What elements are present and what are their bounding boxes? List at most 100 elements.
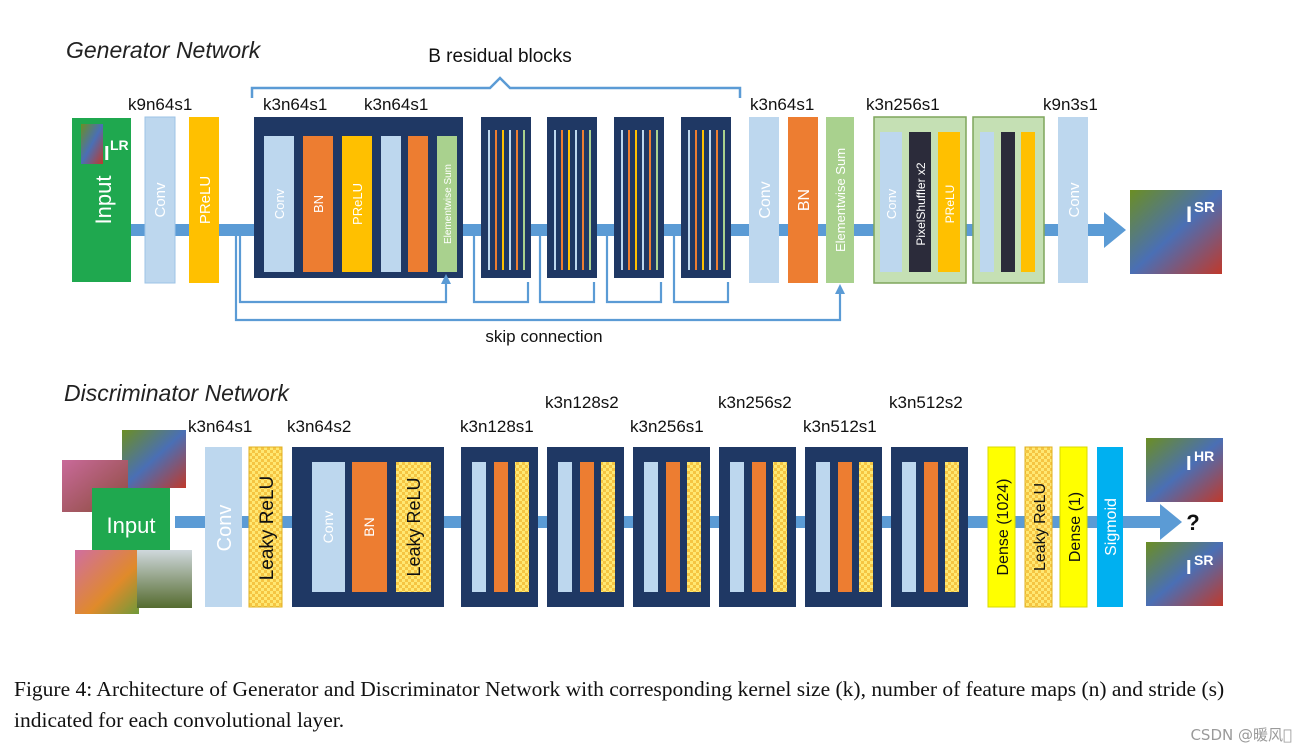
disc-sigmoid-label: Sigmoid	[1103, 498, 1120, 556]
residual-block-5	[681, 117, 731, 278]
discriminator-title: Discriminator Network	[64, 380, 290, 406]
disc-dense-1	[1059, 446, 1088, 608]
gen-prelu-1	[189, 117, 219, 283]
rb1-sum	[437, 136, 457, 272]
disc-param-5: k3n256s1	[630, 417, 704, 436]
inner-skip-connections	[238, 236, 730, 304]
gen-conv-1-label: Conv	[152, 182, 169, 218]
disc-hr-label: HR	[1194, 448, 1214, 464]
gen-sum-2-label: Elementwise Sum	[833, 148, 848, 252]
residual-brace	[250, 76, 742, 98]
disc-block-1-bn	[352, 462, 387, 592]
long-skip-arrowhead	[835, 284, 845, 294]
disc-input-image-3	[75, 550, 139, 614]
watermark: CSDN @暖风 	[1190, 726, 1292, 744]
disc-leaky-1-label: Leaky ReLU	[257, 476, 278, 581]
disc-dense-1-label: Dense (1)	[1067, 492, 1084, 562]
disc-dense-1024-label: Dense (1024)	[995, 479, 1012, 576]
rb1-prelu-label: PReLU	[350, 183, 365, 225]
disc-input-label: Input	[107, 513, 156, 538]
gen-param-3: k3n64s1	[364, 95, 428, 114]
disc-block-4	[633, 447, 710, 607]
disc-sr-label: SR	[1194, 552, 1213, 568]
gen-bn-2-label: BN	[796, 189, 813, 211]
disc-hr-image	[1146, 438, 1223, 502]
gen-conv-out-label: Conv	[1066, 182, 1083, 218]
disc-block-1-leaky-label: Leaky ReLU	[404, 477, 424, 576]
disc-block-3	[547, 447, 624, 607]
residual-block-3	[547, 117, 597, 278]
rb1-conv-2	[381, 136, 401, 272]
upsample-1-prelu	[938, 132, 960, 272]
figure-caption: Figure 4: Architecture of Generator and …	[14, 677, 1225, 732]
rb1-bn-2	[408, 136, 428, 272]
discriminator-network: Discriminator Network k3n64s1 k3n64s2 k3…	[62, 380, 1223, 614]
disc-block-2	[461, 447, 538, 607]
gen-conv-2-label: Conv	[757, 181, 774, 218]
disc-block-1-conv-label: Conv	[320, 511, 336, 544]
disc-conv-1	[205, 447, 242, 607]
disc-block-7	[891, 447, 968, 607]
gen-param-5: k3n256s1	[866, 95, 940, 114]
disc-leaky-2	[1024, 446, 1053, 608]
gen-sum-2	[826, 117, 854, 283]
upsample-1-shuffler-label: PixelShuffler x2	[914, 162, 928, 245]
disc-leaky-2-label: Leaky ReLU	[1032, 483, 1049, 571]
disc-leaky-1	[248, 446, 283, 608]
generator-flow-arrowhead	[1104, 212, 1126, 248]
disc-block-6	[805, 447, 882, 607]
upsample-1-prelu-label: PReLU	[943, 185, 957, 224]
upsample-1-conv-label: Conv	[884, 188, 899, 219]
gen-sr-label: SR	[1194, 199, 1215, 216]
disc-input-block	[92, 488, 170, 550]
rb1-sum-label: Elementwise Sum	[443, 164, 454, 244]
skip-connection-label: skip connection	[485, 327, 602, 346]
disc-param-8: k3n512s2	[889, 393, 963, 412]
disc-hr-i: I	[1186, 453, 1192, 475]
disc-param-4: k3n128s2	[545, 393, 619, 412]
disc-param-1: k3n64s1	[188, 417, 252, 436]
disc-param-3: k3n128s1	[460, 417, 534, 436]
disc-block-1-conv	[312, 462, 345, 592]
gen-param-6: k9n3s1	[1043, 95, 1098, 114]
gen-sr-image	[1130, 190, 1222, 274]
rb1-bn	[303, 136, 333, 272]
disc-question-mark: ?	[1186, 510, 1199, 535]
disc-block-1-bn-label: BN	[361, 517, 377, 536]
disc-input-image-1	[122, 430, 186, 488]
disc-param-7: k3n512s1	[803, 417, 877, 436]
rb1-prelu	[342, 136, 372, 272]
disc-param-2: k3n64s2	[287, 417, 351, 436]
upsample-2-prelu	[1021, 132, 1035, 272]
generator-title: Generator Network	[66, 37, 262, 63]
rb1-conv	[264, 136, 294, 272]
gen-sr-i: I	[1186, 202, 1192, 227]
gen-lr-label: LR	[110, 137, 129, 153]
disc-sr-i: I	[1186, 557, 1192, 579]
gen-param-1: k9n64s1	[128, 95, 192, 114]
rb1-bn-label: BN	[311, 195, 326, 213]
gen-input-label: Input	[91, 176, 116, 225]
gen-lr-i: I	[104, 143, 110, 165]
upsample-2-shuffler	[1001, 132, 1015, 272]
residual-block-2	[481, 117, 531, 278]
disc-sigmoid	[1097, 447, 1123, 607]
gen-conv-out	[1058, 117, 1088, 283]
disc-block-1-leaky	[396, 462, 431, 592]
gen-lr-image	[81, 124, 103, 164]
gen-prelu-1-label: PReLU	[197, 176, 214, 224]
gen-conv-1	[144, 116, 176, 284]
disc-dense-1024	[987, 446, 1016, 608]
disc-flow-arrowhead	[1160, 504, 1182, 540]
long-skip-connection	[234, 236, 842, 322]
disc-sr-image	[1146, 542, 1223, 606]
rb1-conv-label: Conv	[272, 188, 287, 219]
gen-param-4: k3n64s1	[750, 95, 814, 114]
upsample-1-conv	[880, 132, 902, 272]
residual-blocks-label: B residual blocks	[428, 46, 572, 67]
disc-param-6: k3n256s2	[718, 393, 792, 412]
gen-param-2: k3n64s1	[263, 95, 327, 114]
disc-input-image-4	[137, 550, 192, 608]
disc-block-5	[719, 447, 796, 607]
